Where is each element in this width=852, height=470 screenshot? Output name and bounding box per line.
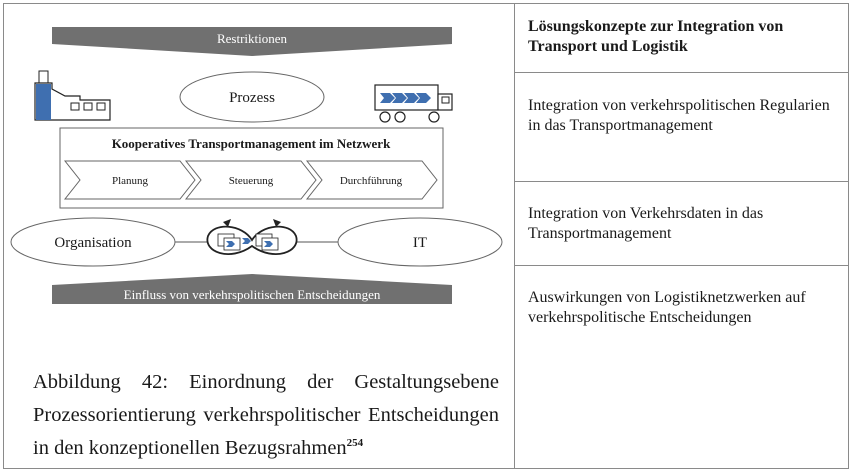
footnote-marker: 254 [346,437,364,450]
restriktionen-label: Restriktionen [217,31,288,46]
row-divider [515,181,849,182]
figure-caption: Abbildung 42: Einordnung der Gestaltungs… [33,366,499,465]
row-divider [515,72,849,73]
step-durchfuehrung-label: Durchführung [340,175,403,187]
prozess-label: Prozess [229,90,275,106]
step-durchfuehrung [305,160,438,200]
row-divider [515,265,849,266]
organisation-ellipse [10,217,176,267]
cycle-icon [206,219,298,255]
right-item-2: Integration von Verkehrsdaten in das Tra… [528,205,764,242]
step-planung-label: Planung [112,175,149,187]
figure-frame [3,3,849,469]
it-ellipse [337,217,503,267]
truck-icon [374,84,453,123]
caption-text: Abbildung 42: Einordnung der Gestaltungs… [33,371,499,459]
einfluss-label: Einfluss von verkehrspolitischen Entsche… [124,287,381,302]
step-steuerung [184,160,317,200]
right-column-header: Lösungskonzepte zur Integration von Tran… [528,18,784,55]
step-steuerung-label: Steuerung [229,175,274,187]
right-item-1: Integration von verkehrspolitischen Regu… [528,97,830,134]
framework-diagram: Restriktionen Prozess Kooperatives Trans… [10,27,503,304]
einfluss-banner [52,274,452,304]
it-label: IT [413,235,427,251]
step-planung [63,160,196,200]
transport-management-title: Kooperatives Transportmanagement im Netz… [112,136,391,151]
factory-icon [34,70,111,121]
restriktionen-banner [52,27,452,56]
column-divider [514,3,515,469]
prozess-ellipse [179,71,325,123]
right-item-3: Auswirkungen von Logistiknetz­werken auf… [528,289,806,326]
organisation-label: Organisation [54,235,132,251]
